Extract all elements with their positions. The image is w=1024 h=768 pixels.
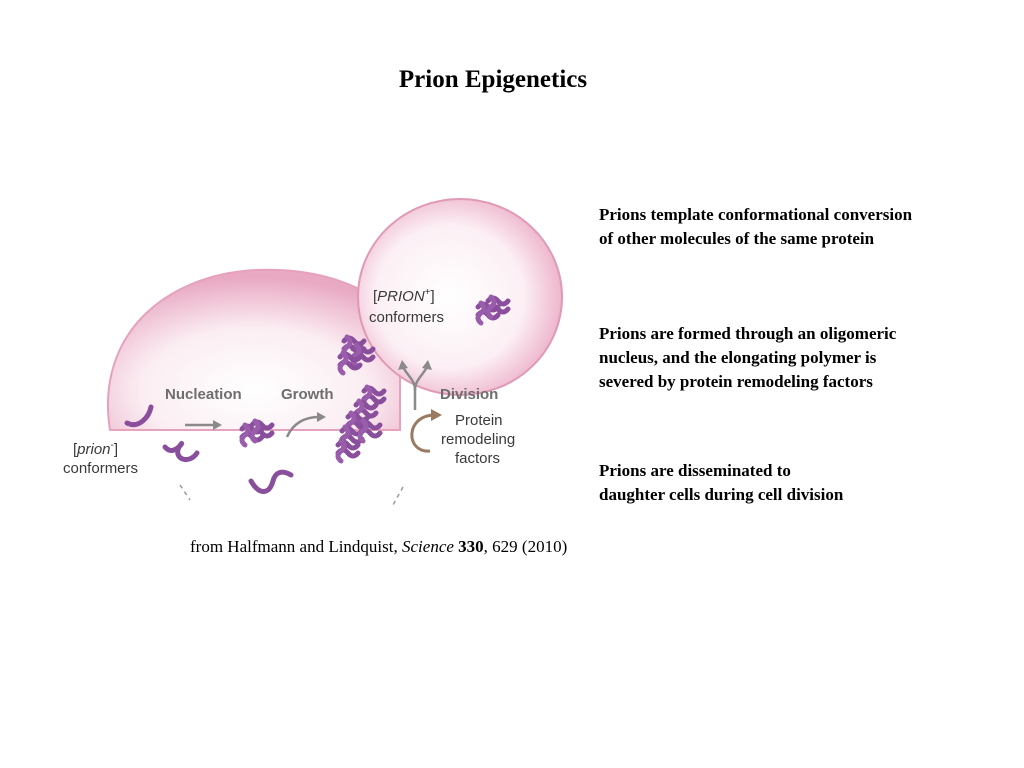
note-line: nucleus, and the elongating polymer is: [599, 348, 877, 367]
division-arrow: [398, 360, 432, 410]
note-formation: Prions are formed through an oligomeric …: [599, 322, 999, 394]
division-label: Division: [440, 386, 498, 403]
remodeling-arrow: [410, 409, 442, 453]
citation-journal: Science: [402, 537, 454, 556]
note-line: Prions template conformational conversio…: [599, 205, 913, 224]
citation-suffix: , 629 (2010): [483, 537, 568, 556]
figure-citation: from Halfmann and Lindquist, Science 330…: [190, 537, 567, 557]
prion-cycle-diagram: [PRION+] conformers Nucleation Growth Di…: [63, 198, 563, 506]
prion-minus-label: [prion-]: [73, 440, 118, 458]
growth-label: Growth: [281, 386, 334, 403]
note-templating: Prions template conformational conversio…: [599, 203, 999, 251]
remodeling-label-line3: factors: [455, 450, 500, 467]
note-line: of other molecules of the same protein: [599, 229, 875, 248]
remodeling-label-line2: remodeling: [441, 431, 515, 448]
note-line: Prions are formed through an oligomeric: [599, 324, 897, 343]
growth-arrow: [285, 412, 326, 438]
note-line: Prions are disseminated to: [599, 461, 791, 480]
note-dissemination: Prions are disseminated to daughter cell…: [599, 459, 999, 507]
citation-volume: 330: [458, 537, 484, 556]
note-line: daughter cells during cell division: [599, 485, 844, 504]
prion-plus-conformers-label: conformers: [369, 309, 444, 326]
prion-cycle-figure: [PRION+] conformers Nucleation Growth Di…: [55, 195, 575, 515]
daughter-cell: [357, 198, 563, 396]
slide-title: Prion Epigenetics: [398, 66, 588, 93]
nucleation-arrow: [185, 420, 222, 430]
citation-prefix: from Halfmann and Lindquist,: [190, 537, 402, 556]
prion-plus-label: [PRION+]: [373, 287, 435, 305]
nucleation-label: Nucleation: [165, 386, 242, 403]
remodeling-label-line1: Protein: [455, 412, 503, 429]
monomer-squiggle-2: [162, 441, 200, 463]
note-line: severed by protein remodeling factors: [599, 372, 873, 391]
monomer-squiggle-1: [124, 404, 154, 427]
monomer-squiggle-3: [248, 469, 294, 494]
prion-minus-conformers-label: conformers: [63, 460, 138, 477]
